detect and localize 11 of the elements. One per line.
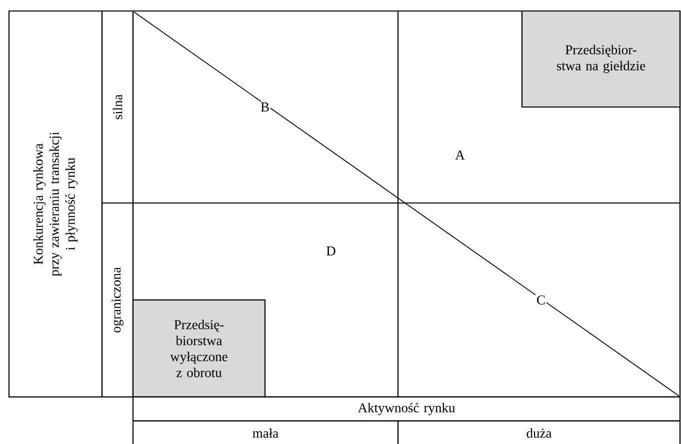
axis-title-box: Aktywność rynku <box>132 396 681 422</box>
category-box: Przedsiębior- stwa na giełdzie <box>521 10 681 108</box>
quadrant-letter: B <box>260 102 270 112</box>
axis-title-box: Konkurencja rynkowa przy zawieraniu transakcji i płynność rynku <box>8 10 103 398</box>
column-header-cell: duża <box>397 420 681 444</box>
quadrant-letter: A <box>454 150 466 160</box>
row-header-cell: silna <box>101 10 134 204</box>
category-box: Przedsię- biorstwa wyłączone z obrotu <box>132 299 266 398</box>
quadrant-letter: D <box>325 246 337 256</box>
column-header-cell: mała <box>132 420 399 444</box>
quadrant-letter: C <box>536 294 546 306</box>
